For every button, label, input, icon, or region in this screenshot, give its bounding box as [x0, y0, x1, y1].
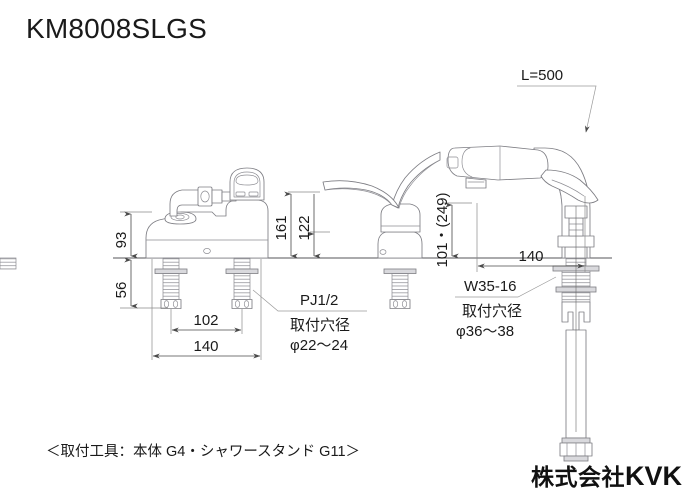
dim-140-label: 140 — [193, 338, 218, 355]
left-inlet-elbow — [169, 186, 237, 217]
dimension-122: 122 — [296, 194, 330, 259]
dimension-161: 161 — [273, 191, 320, 259]
dim-101-249-label: 101・(249) — [434, 192, 451, 267]
logo-company-latin: KVK — [624, 461, 682, 491]
dim-122-label: 122 — [296, 215, 313, 240]
dim-102-label: 102 — [193, 312, 218, 329]
logo-company-jp: 株式会社 — [530, 464, 625, 490]
hose-length-callout: L=500 — [517, 67, 597, 133]
left-hole-size-label: φ22〜24 — [290, 337, 348, 354]
left-thread-spec-label: PJ1/2 — [300, 292, 338, 309]
dim-161-label: 161 — [273, 215, 290, 240]
shower-stand-assembly — [446, 145, 600, 462]
dim-shower-reach-label: 140 — [518, 248, 543, 265]
left-mixer-handle — [229, 167, 265, 201]
hose-length-label: L=500 — [521, 67, 563, 84]
dimension-102: 102 — [170, 309, 243, 334]
right-thread-callout: W35-16 取付穴径 φ36〜38 — [455, 276, 557, 340]
left-thread-callout: PJ1/2 取付穴径 φ22〜24 — [252, 289, 367, 354]
left-hole-label: 取付穴径 — [290, 317, 350, 334]
left-mount-shank-2 — [225, 257, 259, 309]
dimension-101-249: 101・(249) — [434, 192, 472, 268]
mounting-tool-note: ＜取付工具：本体 G4・シャワースタンド G11＞ — [46, 444, 361, 460]
right-thread-spec-label: W35-16 — [464, 278, 517, 295]
center-mount-shank — [0, 257, 417, 309]
dimension-93: 93 — [113, 211, 152, 259]
left-mixer-assembly — [145, 167, 269, 309]
dimension-56: 56 — [113, 257, 168, 309]
shower-stand-column — [552, 205, 600, 462]
right-hole-label: 取付穴径 — [462, 303, 522, 320]
dim-56-label: 56 — [113, 282, 130, 299]
center-lever-mixer-assembly — [0, 151, 441, 309]
dim-93-label: 93 — [113, 232, 130, 249]
right-hole-size-label: φ36〜38 — [456, 323, 514, 340]
kvk-logo: 株式会社KVK — [531, 458, 682, 492]
left-mount-shank-1 — [154, 257, 188, 309]
page-title: KM8008SLGS — [26, 13, 207, 44]
dimension-shower-reach-140: 140 — [476, 196, 586, 272]
dimension-140: 140 — [151, 259, 262, 360]
